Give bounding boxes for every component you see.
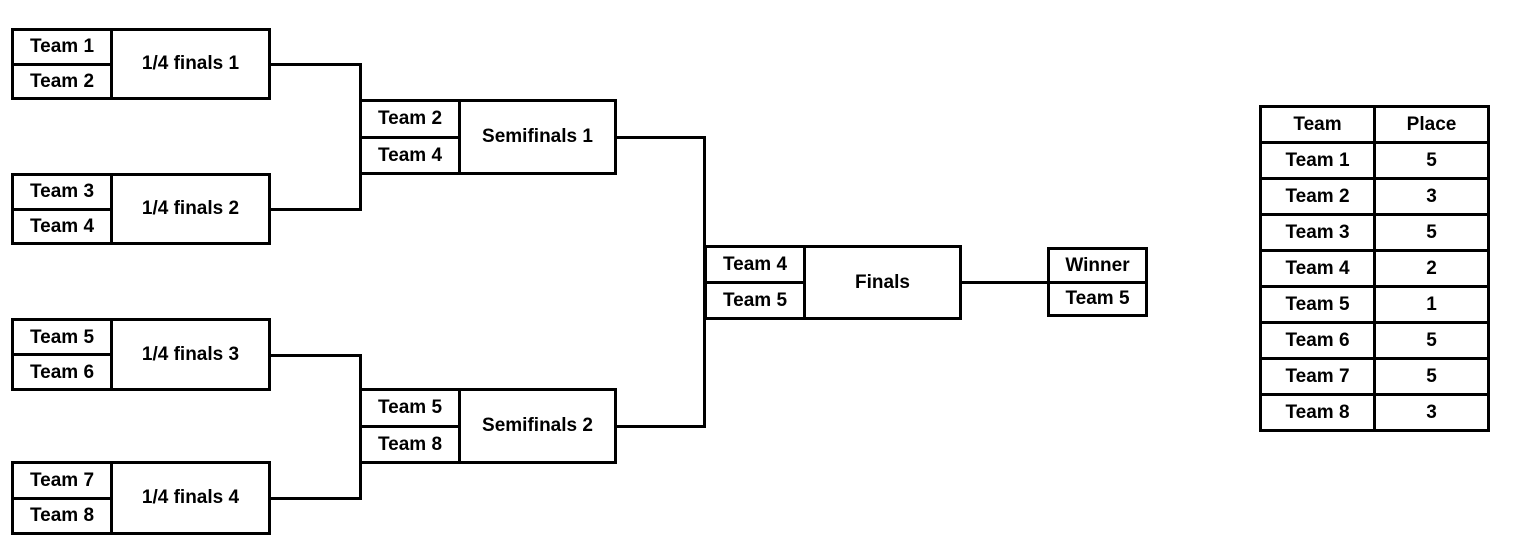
table-row: Team 6 5: [1259, 321, 1490, 360]
match-slots: Team 7 Team 8: [14, 464, 113, 532]
match-slot-team: Team 8: [362, 424, 458, 462]
connector-finals-to-winner: [962, 281, 1050, 284]
match-quarterfinal-3[interactable]: Team 5 Team 6 1/4 finals 3: [11, 318, 271, 391]
table-cell-team: Team 4: [1259, 249, 1376, 288]
table-cell-team: Team 5: [1259, 285, 1376, 324]
table-cell-place: 5: [1373, 141, 1490, 180]
table-cell-place: 3: [1373, 393, 1490, 432]
table-cell-place: 2: [1373, 249, 1490, 288]
table-cell-place: 5: [1373, 321, 1490, 360]
match-label: Semifinals 2: [482, 415, 593, 436]
match-slot-team: Team 6: [14, 353, 110, 388]
match-label: 1/4 finals 1: [141, 53, 240, 74]
connector-qf4-to-sf2: [271, 497, 362, 500]
match-label: 1/4 finals 4: [141, 487, 240, 508]
match-slot-team: Team 5: [707, 281, 803, 317]
match-slot-team: Team 4: [362, 135, 458, 173]
match-slot-team: Team 5: [29, 326, 95, 348]
match-label: Finals: [855, 271, 910, 293]
table-cell-place: 1: [1373, 285, 1490, 324]
winner-box[interactable]: Winner Team 5: [1047, 247, 1148, 317]
table-cell-place: 3: [1373, 177, 1490, 216]
match-slots: Team 5 Team 6: [14, 321, 113, 388]
table-cell-team: Team 8: [1259, 393, 1376, 432]
table-row: Team 3 5: [1259, 213, 1490, 252]
table-row: Team 2 3: [1259, 177, 1490, 216]
connector-sf2-to-finals: [617, 425, 706, 428]
match-quarterfinal-4[interactable]: Team 7 Team 8 1/4 finals 4: [11, 461, 271, 535]
match-slots: Team 3 Team 4: [14, 176, 113, 242]
table-cell-place: 5: [1373, 357, 1490, 396]
winner-label: Winner: [1065, 254, 1130, 276]
match-label: Semifinals 1: [482, 126, 593, 147]
table-header-team: Team: [1259, 105, 1376, 144]
table-header-row: Team Place: [1259, 105, 1490, 144]
winner-team: Team 5: [1050, 280, 1145, 315]
table-cell-team: Team 7: [1259, 357, 1376, 396]
match-semifinal-1[interactable]: Team 2 Team 4 Semifinals 1: [359, 99, 617, 175]
match-slot-team: Team 4: [14, 207, 110, 243]
match-label: 1/4 finals 3: [141, 343, 240, 365]
match-semifinal-2[interactable]: Team 5 Team 8 Semifinals 2: [359, 388, 617, 464]
table-row: Team 1 5: [1259, 141, 1490, 180]
connector-sf1-to-finals: [617, 136, 706, 139]
connector-qf3-to-sf2: [271, 354, 362, 357]
match-slot-team: Team 4: [722, 254, 788, 275]
match-slot-team: Team 2: [377, 108, 443, 130]
table-row: Team 8 3: [1259, 393, 1490, 432]
match-slot-team: Team 5: [377, 397, 443, 419]
match-finals[interactable]: Team 4 Team 5 Finals: [704, 245, 962, 320]
match-slots: Team 5 Team 8: [362, 391, 461, 461]
match-quarterfinal-2[interactable]: Team 3 Team 4 1/4 finals 2: [11, 173, 271, 245]
table-cell-team: Team 6: [1259, 321, 1376, 360]
table-row: Team 5 1: [1259, 285, 1490, 324]
table-cell-team: Team 2: [1259, 177, 1376, 216]
table-cell-team: Team 3: [1259, 213, 1376, 252]
table-cell-place: 5: [1373, 213, 1490, 252]
match-slot-team: Team 3: [29, 181, 95, 203]
table-header-place: Place: [1373, 105, 1490, 144]
table-row: Team 7 5: [1259, 357, 1490, 396]
match-slots: Team 4 Team 5: [707, 248, 806, 317]
match-label: 1/4 finals 2: [141, 198, 240, 219]
match-slot-team: Team 2: [14, 62, 110, 98]
table-cell-team: Team 1: [1259, 141, 1376, 180]
match-quarterfinal-1[interactable]: Team 1 Team 2 1/4 finals 1: [11, 28, 271, 100]
match-slot-team: Team 1: [29, 36, 95, 58]
connector-qf1-to-sf1: [271, 63, 362, 66]
match-slots: Team 2 Team 4: [362, 102, 461, 172]
table-row: Team 4 2: [1259, 249, 1490, 288]
match-slots: Team 1 Team 2: [14, 31, 113, 97]
results-table: Team Place Team 1 5 Team 2 3 Team 3 5 Te…: [1259, 105, 1490, 432]
connector-qf2-to-sf1: [271, 208, 362, 211]
match-slot-team: Team 7: [29, 469, 95, 491]
match-slot-team: Team 8: [14, 496, 110, 533]
